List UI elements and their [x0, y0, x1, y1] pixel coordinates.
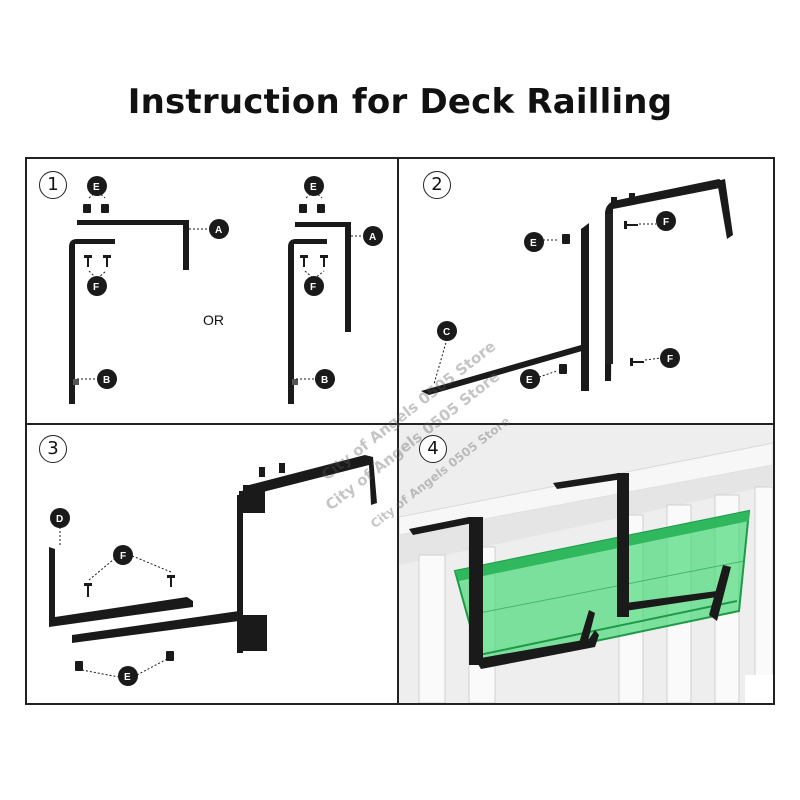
page-title: Instruction for Deck Railling: [127, 82, 673, 122]
step-3-diagram: D F E: [49, 455, 377, 686]
svg-text:E: E: [124, 672, 131, 683]
step-3-panel: 3 D F E: [27, 425, 397, 703]
step-4-number: 4: [419, 435, 447, 463]
svg-text:E: E: [526, 375, 533, 386]
screw-f-right: [300, 255, 328, 267]
bracket-a-left: [77, 220, 189, 270]
step-4-installed-photo: [399, 425, 773, 703]
bracket-d: [49, 547, 239, 643]
bracket-top-assembly: [605, 179, 733, 381]
step-2-diagram: E E F F C: [421, 179, 733, 395]
screw-f: [624, 221, 644, 366]
svg-text:F: F: [667, 354, 673, 365]
svg-text:F: F: [663, 217, 669, 228]
svg-text:A: A: [369, 232, 376, 243]
grid-divider-vertical: [397, 157, 399, 705]
cap-e-right: [299, 204, 325, 213]
step-4-panel: 4: [399, 425, 773, 703]
installed-brackets: [409, 473, 731, 669]
step-1-diagram: E A F B E A F B: [69, 176, 383, 404]
svg-text:E: E: [530, 238, 537, 249]
screw-f: [84, 575, 175, 597]
bracket-b-right: [288, 239, 327, 404]
cap-e: [559, 234, 570, 374]
bracket-a-right: [295, 222, 351, 332]
step-1-panel: 1 OR E A F B: [27, 159, 397, 423]
bracket-main: [237, 455, 377, 653]
step-2-panel: 2 E E F F C: [399, 159, 773, 423]
svg-text:F: F: [310, 282, 316, 293]
label-f: F: [93, 282, 99, 293]
step-1-number: 1: [39, 171, 67, 199]
step-3-number: 3: [39, 435, 67, 463]
svg-text:C: C: [443, 327, 450, 338]
label-e: E: [93, 182, 100, 193]
label-a: A: [215, 225, 222, 236]
step-2-number: 2: [423, 171, 451, 199]
grid-divider-horizontal: [25, 423, 775, 425]
svg-text:F: F: [120, 551, 126, 562]
cap-e-left: [83, 204, 109, 213]
or-label: OR: [203, 312, 224, 328]
bracket-b-left: [69, 239, 115, 404]
planter-box: [453, 509, 751, 667]
svg-text:E: E: [310, 182, 317, 193]
instruction-grid: [25, 157, 775, 705]
label-b: B: [103, 375, 110, 386]
svg-text:D: D: [56, 514, 63, 525]
cap-e: [75, 651, 174, 671]
screw-f-left: [84, 255, 111, 267]
svg-text:B: B: [321, 375, 328, 386]
bracket-c: [421, 223, 589, 395]
